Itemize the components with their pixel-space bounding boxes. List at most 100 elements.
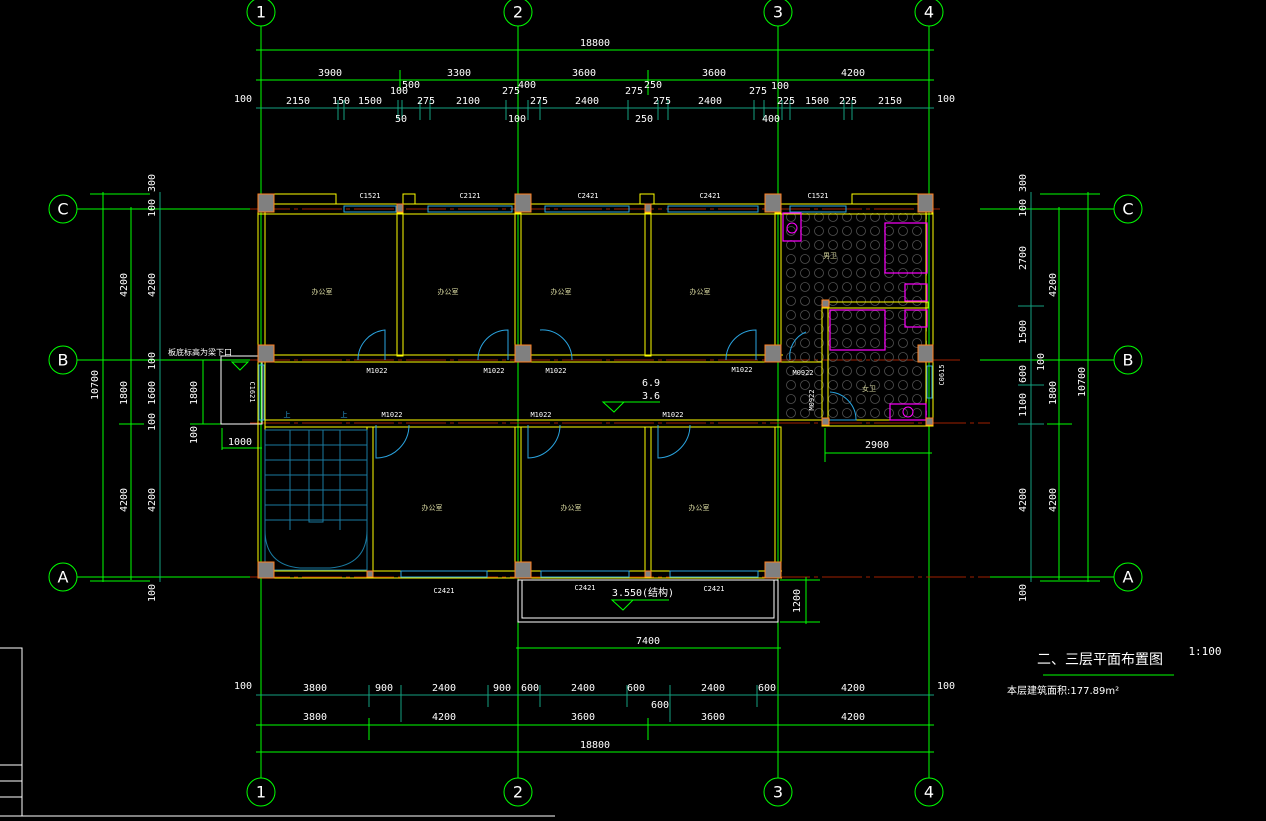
svg-text:10700: 10700 <box>90 370 101 400</box>
toilet-area <box>783 213 927 421</box>
sheet-border <box>0 647 555 817</box>
svg-text:1800: 1800 <box>1048 381 1059 405</box>
svg-text:250: 250 <box>635 114 653 125</box>
svg-text:100: 100 <box>147 584 158 602</box>
svg-text:2: 2 <box>513 783 523 802</box>
svg-text:225: 225 <box>777 96 795 107</box>
axis-bubble-c-left: C <box>48 194 78 224</box>
svg-text:M1022: M1022 <box>731 366 752 374</box>
grid-lines <box>77 26 1114 778</box>
svg-text:办公室: 办公室 <box>690 287 711 296</box>
svg-text:C: C <box>1122 200 1133 219</box>
svg-text:100: 100 <box>234 94 252 105</box>
svg-text:4: 4 <box>924 783 934 802</box>
svg-text:1000: 1000 <box>228 437 252 448</box>
svg-text:100: 100 <box>147 199 158 217</box>
svg-text:275: 275 <box>625 86 643 97</box>
svg-text:900: 900 <box>493 683 511 694</box>
svg-text:4200: 4200 <box>119 273 130 297</box>
svg-text:A: A <box>58 568 69 587</box>
svg-text:600: 600 <box>758 683 776 694</box>
svg-text:2400: 2400 <box>571 683 595 694</box>
svg-text:900: 900 <box>375 683 393 694</box>
svg-text:100: 100 <box>508 114 526 125</box>
axis-bubble-2-bottom: 2 <box>503 777 533 807</box>
svg-text:B: B <box>1123 351 1134 370</box>
svg-text:3800: 3800 <box>303 683 327 694</box>
svg-text:3600: 3600 <box>702 68 726 79</box>
svg-text:18800: 18800 <box>580 740 610 751</box>
svg-text:400: 400 <box>762 114 780 125</box>
svg-text:2: 2 <box>513 3 523 22</box>
svg-text:M1022: M1022 <box>381 411 402 419</box>
svg-text:2150: 2150 <box>286 96 310 107</box>
axis-bubble-1-bottom: 1 <box>246 777 276 807</box>
svg-text:100: 100 <box>1018 584 1029 602</box>
svg-text:办公室: 办公室 <box>689 503 710 512</box>
axis-bubble-b-left: B <box>48 345 78 375</box>
window-labels: C1521 C2121 C2421 C2421 C1521 C2421 C242… <box>248 192 946 595</box>
svg-text:板底标高为梁下口: 板底标高为梁下口 <box>168 347 232 357</box>
right-dimensions: 300 100 2700 1500 100 600 1100 4200 100 … <box>824 174 1100 602</box>
svg-text:M0922: M0922 <box>808 389 816 410</box>
svg-text:1800: 1800 <box>189 381 200 405</box>
svg-text:275: 275 <box>502 86 520 97</box>
staircase <box>264 429 368 571</box>
svg-text:4200: 4200 <box>1048 273 1059 297</box>
svg-text:2100: 2100 <box>456 96 480 107</box>
bottom-dimensions: 3800 900 2400 900 600 2400 600 2400 600 … <box>234 577 955 753</box>
axis-bubble-b-right: B <box>1113 345 1143 375</box>
svg-text:M0922: M0922 <box>792 369 813 377</box>
svg-text:400: 400 <box>518 80 536 91</box>
axis-bubbles: 1 2 3 4 1 2 3 4 C B A C B A <box>48 0 1143 807</box>
svg-text:1600: 1600 <box>147 381 158 405</box>
svg-text:办公室: 办公室 <box>561 503 582 512</box>
svg-text:100: 100 <box>390 86 408 97</box>
svg-text:办公室: 办公室 <box>551 287 572 296</box>
svg-text:3600: 3600 <box>701 712 725 723</box>
svg-text:男卫: 男卫 <box>823 252 837 260</box>
svg-text:4200: 4200 <box>119 488 130 512</box>
svg-text:6.9: 6.9 <box>642 378 660 389</box>
svg-text:4200: 4200 <box>432 712 456 723</box>
svg-text:300: 300 <box>1018 174 1029 192</box>
svg-text:2400: 2400 <box>701 683 725 694</box>
svg-text:M1022: M1022 <box>545 367 566 375</box>
svg-text:C: C <box>57 200 68 219</box>
drawing-title-block: 二、三层平面布置图 1:100 本层建筑面积:177.89m² <box>1007 645 1222 697</box>
doors <box>357 329 857 459</box>
svg-text:100: 100 <box>1018 199 1029 217</box>
walls <box>257 193 934 579</box>
svg-text:3300: 3300 <box>447 68 471 79</box>
svg-text:3600: 3600 <box>571 712 595 723</box>
svg-text:1: 1 <box>256 783 266 802</box>
svg-text:1500: 1500 <box>358 96 382 107</box>
svg-text:1: 1 <box>256 3 266 22</box>
svg-text:2150: 2150 <box>878 96 902 107</box>
axis-bubble-2-top: 2 <box>503 0 533 27</box>
drawing-title: 二、三层平面布置图 <box>1037 652 1163 668</box>
svg-text:100: 100 <box>771 81 789 92</box>
svg-text:M1022: M1022 <box>662 411 683 419</box>
svg-text:C1621: C1621 <box>248 381 256 402</box>
balcony <box>517 579 779 623</box>
svg-text:上: 上 <box>341 410 348 419</box>
svg-text:4200: 4200 <box>1048 488 1059 512</box>
axis-bubble-3-bottom: 3 <box>763 777 793 807</box>
svg-text:2900: 2900 <box>865 440 889 451</box>
svg-text:M1022: M1022 <box>530 411 551 419</box>
svg-text:600: 600 <box>627 683 645 694</box>
svg-text:C1521: C1521 <box>807 192 828 200</box>
svg-text:C2421: C2421 <box>699 192 720 200</box>
svg-text:50: 50 <box>395 114 407 125</box>
axis-bubble-4-top: 4 <box>914 0 944 27</box>
svg-text:办公室: 办公室 <box>422 503 443 512</box>
svg-text:4200: 4200 <box>841 683 865 694</box>
windows <box>258 205 933 578</box>
svg-text:C2421: C2421 <box>433 587 454 595</box>
columns <box>257 193 934 579</box>
svg-text:3.6: 3.6 <box>642 391 660 402</box>
svg-text:2400: 2400 <box>698 96 722 107</box>
svg-text:7400: 7400 <box>636 636 660 647</box>
svg-text:100: 100 <box>147 352 158 370</box>
